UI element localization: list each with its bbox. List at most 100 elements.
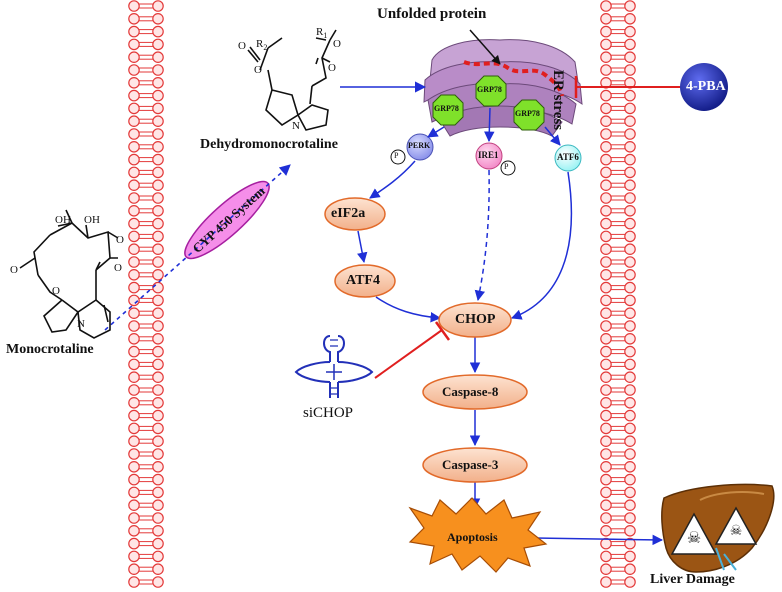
lipid-head bbox=[128, 179, 140, 191]
atf4-chop-arrow bbox=[375, 296, 442, 323]
ire1-chop-arrow bbox=[474, 169, 490, 302]
lipid-head bbox=[152, 153, 164, 166]
grp78-ire1-arrow bbox=[484, 107, 495, 143]
lipid-head bbox=[128, 281, 140, 294]
lipid-head bbox=[624, 512, 636, 524]
lipid-head bbox=[624, 243, 636, 255]
lipid-head bbox=[624, 409, 636, 422]
lipid-head bbox=[624, 77, 636, 89]
atf6-chop-arrow bbox=[511, 171, 573, 320]
lipid-head bbox=[624, 205, 636, 217]
lipid-head bbox=[624, 217, 636, 230]
er-stress-label: ER stress bbox=[550, 70, 566, 131]
poison-warning-left-icon bbox=[670, 512, 718, 555]
lipid-head bbox=[600, 486, 612, 499]
lipid-head bbox=[624, 25, 636, 38]
lipid-head bbox=[600, 153, 612, 166]
lipid-head bbox=[624, 12, 636, 25]
caspase8-label: Caspase-8 bbox=[442, 384, 499, 399]
lipid-head bbox=[128, 396, 140, 409]
lipid-head bbox=[624, 192, 636, 204]
dehydromonocrotaline-structure bbox=[247, 29, 337, 131]
ire1-phospho-mark bbox=[500, 160, 516, 176]
lipid-head bbox=[624, 128, 636, 140]
lipid-head bbox=[600, 38, 612, 51]
sichop-inhibition-bar bbox=[434, 321, 451, 341]
mono-nitrogen: N bbox=[77, 318, 85, 330]
lipid-head bbox=[152, 563, 164, 575]
lipid-head bbox=[600, 102, 612, 115]
lipid-head bbox=[600, 576, 612, 588]
lipid-head bbox=[624, 64, 636, 76]
lipid-head bbox=[152, 499, 164, 511]
pba-label: 4-PBA bbox=[686, 79, 726, 94]
lipid-head bbox=[600, 12, 612, 25]
lipid-head bbox=[152, 576, 164, 588]
ire1-label: IRE1 bbox=[478, 150, 499, 160]
mono-carbonyl-o: O bbox=[116, 234, 124, 246]
lipid-head bbox=[128, 409, 140, 422]
perk-eif2a-arrow bbox=[369, 160, 416, 199]
dh-carbonyl-o2: O bbox=[333, 38, 341, 50]
lipid-head bbox=[600, 524, 612, 537]
lipid-head bbox=[624, 550, 636, 563]
r1-label: R1 bbox=[316, 26, 328, 41]
lipid-head bbox=[152, 435, 164, 447]
lipid-head bbox=[624, 358, 636, 371]
lipid-head bbox=[152, 12, 164, 25]
lipid-head bbox=[624, 38, 636, 51]
lipid-head bbox=[128, 25, 140, 38]
lipid-head bbox=[624, 51, 636, 63]
lipid-head bbox=[600, 537, 612, 550]
lipid-head bbox=[152, 537, 164, 550]
lipid-head bbox=[152, 205, 164, 217]
lipid-head bbox=[128, 256, 140, 268]
lipid-head bbox=[600, 268, 612, 281]
lipid-head bbox=[600, 550, 612, 563]
lipid-head bbox=[152, 294, 164, 307]
lipid-head bbox=[624, 320, 636, 332]
perk-phospho-mark bbox=[390, 149, 406, 165]
mono-ring-o1: O bbox=[10, 264, 18, 276]
lipid-head bbox=[600, 294, 612, 307]
lipid-head bbox=[600, 192, 612, 204]
lipid-head bbox=[624, 141, 636, 153]
lipid-head bbox=[624, 307, 636, 319]
lipid-head bbox=[600, 166, 612, 179]
lipid-head bbox=[152, 524, 164, 537]
lipid-head bbox=[128, 89, 140, 102]
unfolded-protein-label: Unfolded protein bbox=[377, 6, 487, 22]
lipid-head bbox=[152, 102, 164, 115]
lipid-head bbox=[600, 0, 612, 12]
lipid-head bbox=[600, 422, 612, 435]
lipid-head bbox=[600, 384, 612, 396]
lipid-head bbox=[152, 448, 164, 460]
lipid-head bbox=[152, 217, 164, 230]
lipid-head bbox=[600, 396, 612, 409]
lipid-head bbox=[152, 473, 164, 486]
skull-right-icon: ☠ bbox=[730, 524, 743, 539]
lipid-head bbox=[600, 435, 612, 447]
lipid-head bbox=[128, 435, 140, 447]
perk-label: PERK bbox=[408, 141, 431, 150]
pba-ball bbox=[680, 63, 728, 111]
lipid-head bbox=[600, 243, 612, 255]
lipid-head bbox=[152, 460, 164, 473]
lipid-head bbox=[600, 320, 612, 332]
lipid-head bbox=[624, 294, 636, 307]
lipid-head bbox=[152, 141, 164, 153]
eif2a-node bbox=[324, 197, 386, 231]
lipid-head bbox=[624, 115, 636, 127]
lipid-head bbox=[152, 486, 164, 499]
lipid-head bbox=[128, 38, 140, 51]
lipid-head bbox=[600, 371, 612, 383]
caspase8-node bbox=[422, 374, 528, 410]
lipid-head bbox=[600, 332, 612, 345]
lipid-head bbox=[624, 576, 636, 588]
dh-nitrogen: N bbox=[292, 120, 300, 132]
lipid-head bbox=[128, 345, 140, 358]
lipid-head bbox=[152, 268, 164, 281]
lipid-head bbox=[624, 345, 636, 358]
lipid-head bbox=[128, 141, 140, 153]
eif2a-atf4-arrow bbox=[357, 230, 368, 264]
